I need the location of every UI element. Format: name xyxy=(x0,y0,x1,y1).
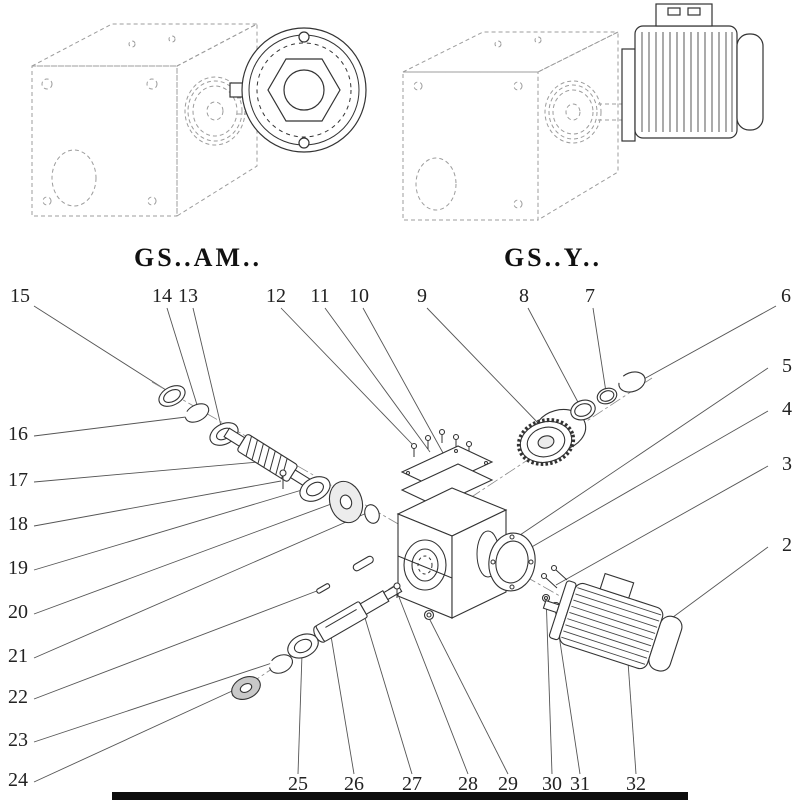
part-spacer-ring xyxy=(364,504,380,524)
callout-4: 4 xyxy=(782,398,792,420)
gs-am-drawing xyxy=(31,23,367,217)
callout-11: 11 xyxy=(310,285,329,307)
callout-27: 27 xyxy=(402,773,422,795)
callout-3: 3 xyxy=(782,453,792,475)
callout-8: 8 xyxy=(519,285,529,307)
callouts: 15 14 13 12 11 10 9 8 7 6 5 4 3 2 16 17 … xyxy=(8,285,792,795)
callout-9: 9 xyxy=(417,285,427,307)
callout-6: 6 xyxy=(781,285,791,307)
variant-label-gs-am: GS..AM.. xyxy=(134,243,262,272)
callout-13: 13 xyxy=(178,285,198,307)
callout-5: 5 xyxy=(782,355,792,377)
motor-drawing xyxy=(621,3,764,142)
callout-10: 10 xyxy=(349,285,369,307)
callout-30: 30 xyxy=(542,773,562,795)
callout-12: 12 xyxy=(266,285,286,307)
callout-22: 22 xyxy=(8,686,28,708)
callout-28: 28 xyxy=(458,773,478,795)
part-snap-ring-input xyxy=(184,403,210,423)
part-set-screw xyxy=(279,469,287,489)
part-bearing-gear xyxy=(570,399,596,421)
part-drain-plug xyxy=(423,609,435,621)
callout-32: 32 xyxy=(626,773,646,795)
callout-20: 20 xyxy=(8,601,28,623)
exploded-view xyxy=(151,371,683,700)
part-motor xyxy=(542,572,683,672)
part-seal-washer-output xyxy=(231,676,261,700)
variant-label-gs-y: GS..Y.. xyxy=(504,243,602,272)
part-housing xyxy=(396,487,508,619)
callout-31: 31 xyxy=(570,773,590,795)
part-snap-ring-output xyxy=(268,654,294,674)
part-motor-flange-ring xyxy=(488,532,536,592)
callout-19: 19 xyxy=(8,557,28,579)
part-housing-screw xyxy=(393,582,401,598)
callout-7: 7 xyxy=(585,285,595,307)
bottom-rule xyxy=(112,792,688,800)
callout-14: 14 xyxy=(152,285,172,307)
part-worm-gear-disc xyxy=(328,480,364,524)
part-snap-ring-gear xyxy=(618,371,646,393)
part-helical-gear xyxy=(516,408,587,466)
part-shaft-key xyxy=(352,555,374,572)
callout-15: 15 xyxy=(10,285,30,307)
callout-26: 26 xyxy=(344,773,364,795)
leader-lines xyxy=(33,305,777,783)
part-bearing-output xyxy=(287,633,319,659)
callout-24: 24 xyxy=(8,769,28,791)
callout-25: 25 xyxy=(288,773,308,795)
callout-18: 18 xyxy=(8,513,28,535)
part-seal-ring-input xyxy=(158,385,186,407)
output-flange-drawing xyxy=(229,27,367,153)
callout-17: 17 xyxy=(8,469,28,491)
callout-21: 21 xyxy=(8,645,28,667)
part-cover-bolts xyxy=(410,428,473,457)
part-bearing-mid xyxy=(299,476,331,502)
part-dowel-pin xyxy=(316,583,331,594)
gs-y-drawing xyxy=(402,3,764,221)
callout-2: 2 xyxy=(782,534,792,556)
callout-16: 16 xyxy=(8,423,28,445)
callout-23: 23 xyxy=(8,729,28,751)
part-shim-ring xyxy=(596,387,618,405)
callout-29: 29 xyxy=(498,773,518,795)
